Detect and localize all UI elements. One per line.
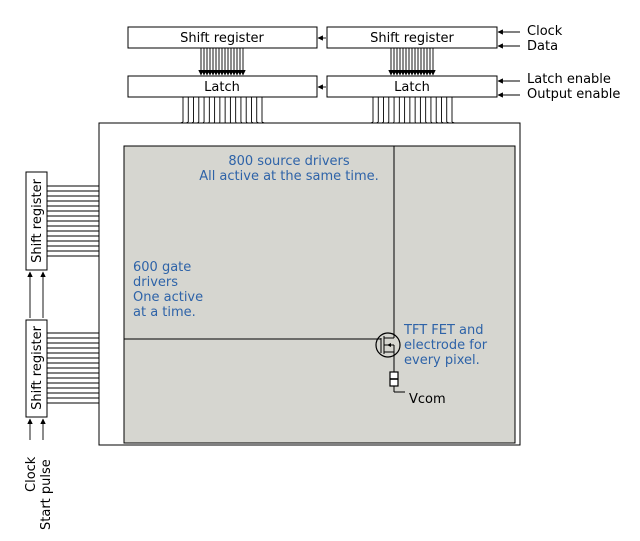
latch-right: Latch [326, 75, 498, 98]
pixel-annotation-line: every pixel. [404, 353, 480, 368]
latch-right-label: Latch [394, 80, 430, 95]
side-clock-label: Clock [24, 456, 39, 492]
source-drivers-title: 800 source drivers [228, 154, 349, 169]
side-shift-register-upper: Shift register [25, 171, 48, 271]
start-pulse-label: Start pulse [39, 459, 54, 530]
pixel-electrode-capacitor-icon [389, 371, 405, 393]
output-enable-label: Output enable [527, 87, 620, 102]
top-shift-register-left: Shift register [127, 26, 318, 49]
top-shift-register-right-label: Shift register [370, 31, 454, 46]
tft-fet-icon [375, 332, 401, 372]
side-shift-register-upper-label: Shift register [30, 178, 45, 262]
pixel-panel [123, 145, 516, 444]
pixel-annotation: TFT FET and electrode for every pixel. [403, 323, 488, 368]
latch-enable-label: Latch enable [527, 72, 611, 87]
latch-left-label: Latch [204, 80, 240, 95]
source-drivers-note: All active at the same time. [199, 169, 379, 184]
pixel-annotation-line: TFT FET and [403, 323, 484, 338]
gate-drivers-line: One active [133, 290, 203, 305]
gate-drivers-line: 600 gate [133, 260, 191, 275]
side-shift-register-lower: Shift register [25, 319, 48, 418]
clock-input-label: Clock [527, 24, 563, 39]
side-shift-register-lower-label: Shift register [30, 325, 45, 409]
gate-drivers-line: drivers [133, 275, 178, 290]
latch-left: Latch [127, 75, 318, 98]
pixel-annotation-line: electrode for [404, 338, 488, 353]
gate-drivers-text: 600 gate drivers One active at a time. [133, 260, 203, 320]
top-shift-register-right: Shift register [326, 26, 498, 49]
gate-drivers-line: at a time. [133, 305, 196, 320]
vcom-label: Vcom [409, 392, 446, 407]
data-input-label: Data [527, 39, 558, 54]
top-shift-register-left-label: Shift register [180, 31, 264, 46]
